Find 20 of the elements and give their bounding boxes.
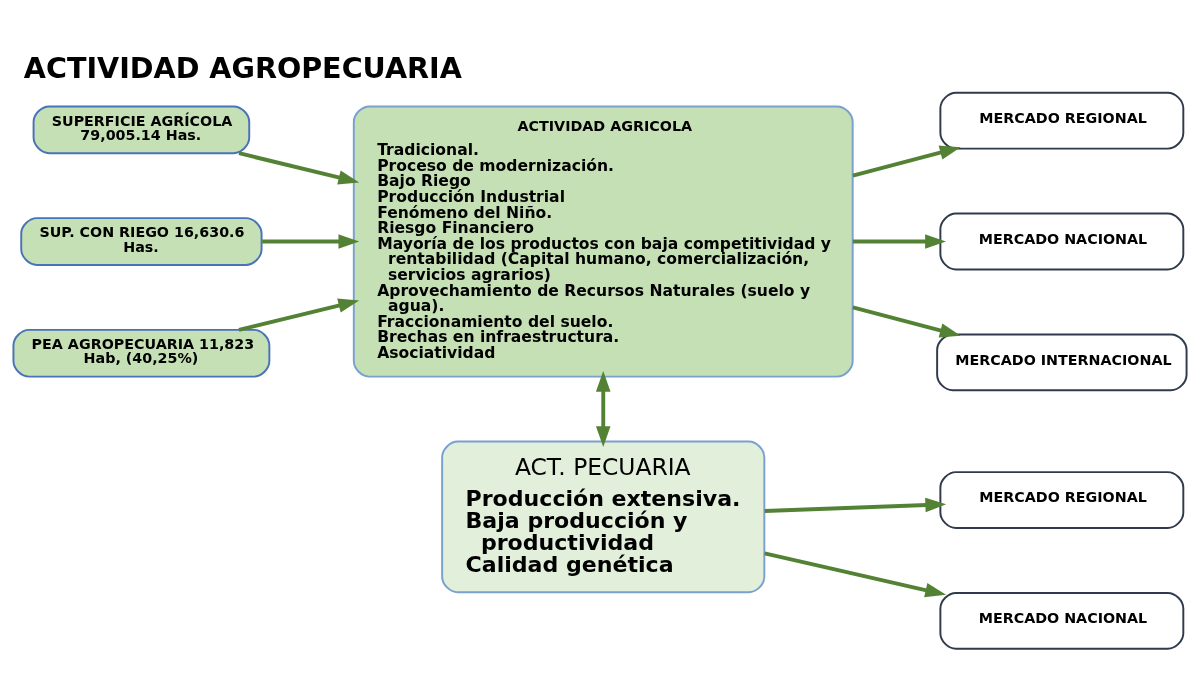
node-box: ACT. PECUARIA Producción extensiva. Baja producción y productividad Calidad genética	[441, 440, 766, 594]
node-box: ACTIVIDAD AGRICOLA Tradicional. Proceso de modernización. Bajo Riego Producción Industrial Fenómeno del Niño. Riesgo Financiero Mayoría de los productos con baja competitividad y rentabilidad (Capital humano, comercialización, servicios agrarios) Aprovechamiento de Recursos Naturales (suelo y agua). Fraccionamiento del suelo. Brechas en infraestructura. Asociatividad	[352, 105, 854, 378]
arrow	[262, 234, 360, 249]
arrow	[238, 298, 360, 332]
node-box: PEA AGROPECUARIA 11,823 Hab, (40,25%)	[12, 328, 271, 378]
node-box: MERCADO NACIONAL	[939, 591, 1185, 650]
arrow	[852, 145, 961, 178]
node-box: MERCADO REGIONAL	[939, 91, 1185, 150]
node-box: MERCADO NACIONAL	[939, 212, 1185, 271]
diagram-title: ACTIVIDAD AGROPECUARIA	[23, 50, 462, 85]
arrow	[852, 305, 961, 338]
node-box: MERCADO REGIONAL	[939, 471, 1185, 529]
arrow	[764, 551, 947, 598]
node-box: SUP. CON RIEGO 16,630.6 Has.	[20, 217, 263, 266]
arrow	[764, 497, 947, 513]
node-box: MERCADO INTERNACIONAL	[936, 333, 1188, 392]
arrow	[238, 151, 360, 185]
arrow	[852, 234, 946, 249]
arrow	[595, 370, 611, 447]
node-box: SUPERFICIE AGRÍCOLA 79,005.14 Has.	[32, 105, 251, 155]
